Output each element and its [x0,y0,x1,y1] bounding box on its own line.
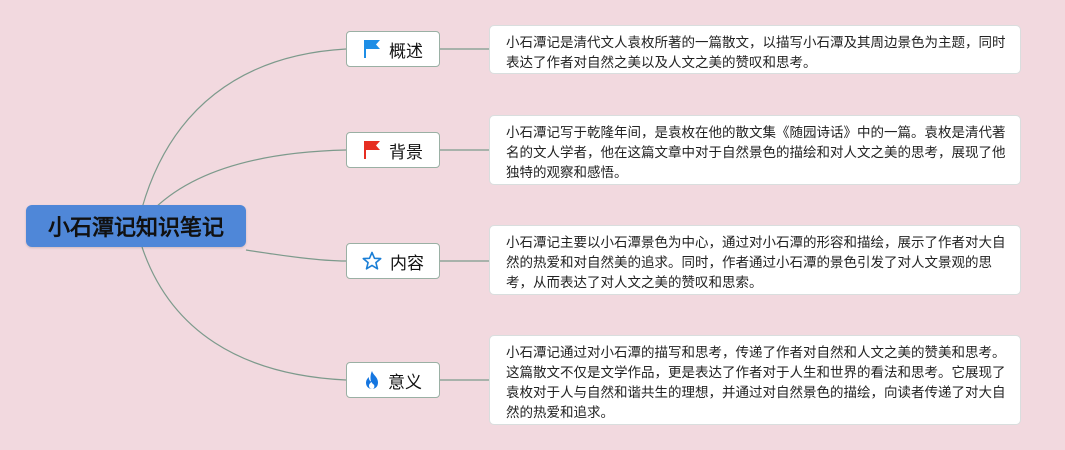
blue-flag-icon [363,39,381,59]
note-overview[interactable]: 小石潭记是清代文人袁枚所著的一篇散文，以描写小石潭及其周边景色为主题，同时表达了… [489,25,1021,74]
branch-overview[interactable]: 概述 [346,31,440,67]
branch-background[interactable]: 背景 [346,132,440,168]
note-text: 小石潭记写于乾隆年间，是袁枚在他的散文集《随园诗话》中的一篇。袁枚是清代著名的文… [506,125,1006,181]
branch-significance[interactable]: 意义 [346,362,440,398]
note-text: 小石潭记是清代文人袁枚所著的一篇散文，以描写小石潭及其周边景色为主题，同时表达了… [506,35,1006,71]
link-background [154,149,347,209]
link-content [245,249,347,262]
link-overview [141,48,347,209]
note-content[interactable]: 小石潭记主要以小石潭景色为中心，通过对小石潭的形容和描绘，展示了作者对大自然的热… [489,225,1021,295]
note-significance[interactable]: 小石潭记通过对小石潭的描写和思考，传递了作者对自然和人文之美的赞美和思考。这篇散… [489,335,1021,425]
flame-icon [364,370,380,390]
link-significance [141,246,347,381]
branch-label: 内容 [390,253,424,274]
branch-label: 概述 [389,41,423,62]
branch-content[interactable]: 内容 [346,243,440,279]
note-text: 小石潭记主要以小石潭景色为中心，通过对小石潭的形容和描绘，展示了作者对大自然的热… [506,235,1006,291]
note-background[interactable]: 小石潭记写于乾隆年间，是袁枚在他的散文集《随园诗话》中的一篇。袁枚是清代著名的文… [489,115,1021,185]
branch-label: 意义 [388,372,422,393]
root-topic-label: 小石潭记知识笔记 [47,216,224,241]
star-outline-icon [362,251,382,271]
root-topic[interactable]: 小石潭记知识笔记 [26,205,246,247]
branch-label: 背景 [389,142,423,163]
red-flag-icon [363,140,381,160]
note-text: 小石潭记通过对小石潭的描写和思考，传递了作者对自然和人文之美的赞美和思考。这篇散… [506,345,1006,421]
